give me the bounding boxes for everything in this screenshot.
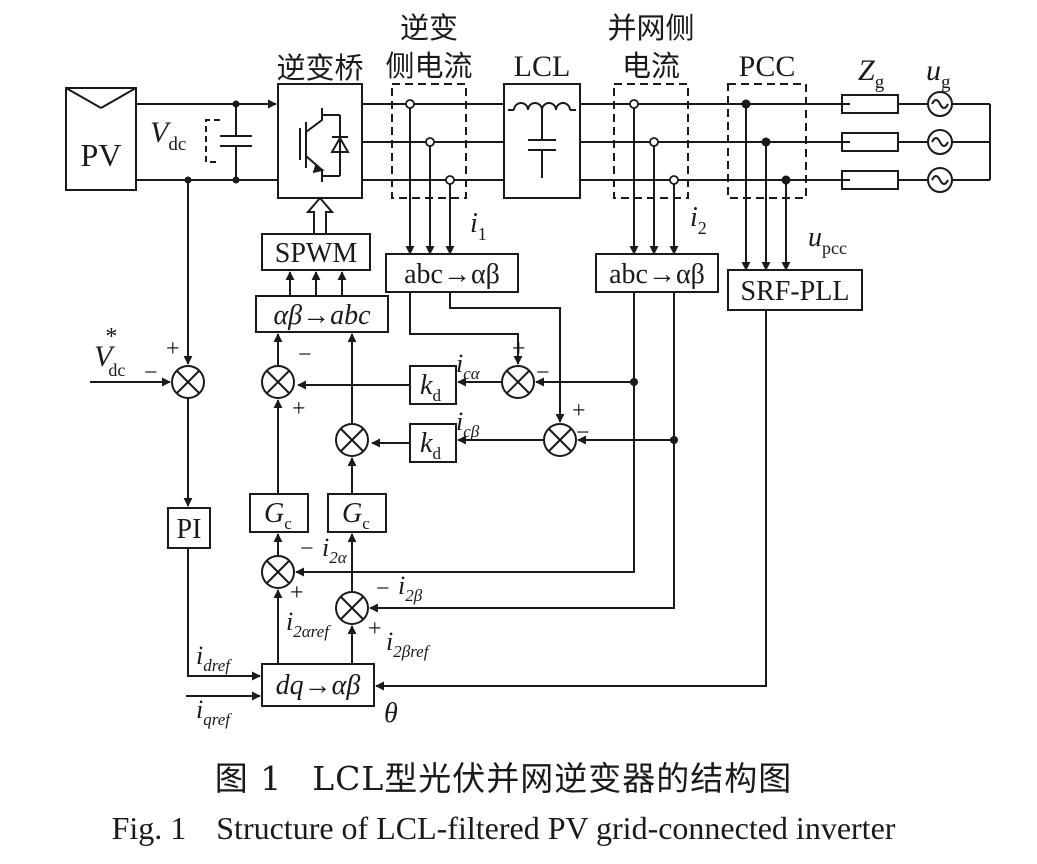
caption-en-number: Fig. 1	[111, 810, 187, 846]
gc-label-2: Gc	[342, 498, 370, 533]
zg-label: Zg	[858, 54, 885, 93]
pv-label: PV	[81, 137, 122, 173]
sensor-taps	[405, 99, 679, 185]
pi-label: PI	[177, 514, 202, 545]
i2bref-label: i2βref	[386, 627, 431, 661]
i2a-label: i2α	[322, 533, 348, 567]
grid-impedance	[841, 94, 899, 190]
inverter-bridge-box	[277, 83, 363, 199]
upcc-label: upcc	[808, 222, 847, 258]
vdc-label: Vdc	[150, 116, 186, 155]
lcl-filter-box	[503, 83, 581, 199]
caption-zh-number: 图 1	[214, 759, 283, 798]
figure-caption-chinese: 图 1 LCL型光伏并网逆变器的结构图	[0, 752, 1037, 800]
grid-current-label-line2: 电流	[622, 49, 680, 83]
figure-caption-english: Fig. 1 Structure of LCL-filtered PV grid-…	[0, 810, 1037, 847]
abc-to-alphabeta-label-1: abc→αβ	[404, 259, 500, 290]
sign-i2a-minus: −	[300, 536, 314, 562]
vdc-ref-label: Vdc*	[94, 324, 125, 380]
i2b-label: i2β	[398, 571, 423, 605]
icb-label: icβ	[456, 407, 480, 441]
grid-voltage-sources	[927, 91, 953, 193]
sign-vdc-minus: −	[144, 360, 158, 386]
srf-pll-block	[727, 269, 863, 311]
dq-to-alphabeta-block	[261, 663, 375, 707]
dc-link-capacitor	[205, 104, 252, 180]
dq-to-alphabeta-label: dq→αβ	[276, 670, 361, 701]
sign-ic-plus: +	[512, 336, 526, 362]
spwm-block	[261, 233, 371, 271]
ug-label: ug	[926, 54, 951, 93]
sign-sum1-minus: −	[298, 342, 312, 368]
iqref-label: iqref	[196, 695, 232, 729]
caption-en-text: Structure of LCL-filtered PV grid-connec…	[216, 810, 896, 846]
sign-i2a-plus: +	[290, 580, 304, 606]
inverter-current-label-line1: 逆变	[400, 11, 458, 45]
caption-zh-text: LCL型光伏并网逆变器的结构图	[312, 759, 793, 798]
srf-pll-label: SRF-PLL	[741, 276, 850, 307]
sign-icb-minus: −	[576, 420, 590, 446]
sign-sum1-plus: +	[292, 396, 306, 422]
grid-current-sensor-box	[613, 83, 689, 199]
gc-block-2	[327, 493, 387, 533]
alphabeta-to-abc-label: αβ→abc	[273, 300, 371, 331]
pcc-sensor-box	[727, 83, 807, 199]
lcl-label: LCL	[514, 50, 571, 83]
sign-labels: + − − + + − + − − + − +	[144, 336, 590, 642]
idref-label: idref	[196, 641, 232, 675]
pcc-label: PCC	[739, 50, 796, 83]
i2-label: i2	[690, 202, 707, 238]
kd-label-2: kd	[420, 428, 441, 463]
sign-i2b-minus: −	[376, 576, 390, 602]
sign-i2b-plus: +	[368, 616, 382, 642]
abc-to-alphabeta-block-2	[595, 253, 719, 293]
ica-label: icα	[456, 349, 481, 383]
grid-current-label-line1: 并网侧	[607, 11, 694, 45]
spwm-to-bridge-arrow	[305, 196, 335, 235]
kd-label-1: kd	[420, 370, 441, 405]
spwm-label: SPWM	[275, 238, 358, 269]
inverter-current-label-line2: 侧电流	[385, 49, 472, 83]
i2aref-label: i2αref	[286, 607, 331, 641]
i1-label: i1	[470, 208, 487, 244]
pv-panel	[65, 87, 137, 191]
junction-dots	[184, 99, 791, 444]
inverter-bridge-label: 逆变桥	[276, 51, 363, 85]
sign-vdc-plus: +	[166, 336, 180, 362]
abc-to-alphabeta-block-1	[385, 253, 519, 293]
sign-icb-plus: +	[572, 398, 586, 424]
sign-ic-minus: −	[536, 360, 550, 386]
theta-label: θ	[384, 698, 398, 729]
gc-label-1: Gc	[264, 498, 292, 533]
abc-to-alphabeta-label-2: abc→αβ	[609, 259, 705, 290]
alphabeta-to-abc-block	[255, 295, 389, 333]
lcl-inverter-block-diagram: PV Vdc 逆变桥 逆变 侧电流 LCL 并网侧 电流 PCC Zg ug S…	[65, 11, 991, 729]
